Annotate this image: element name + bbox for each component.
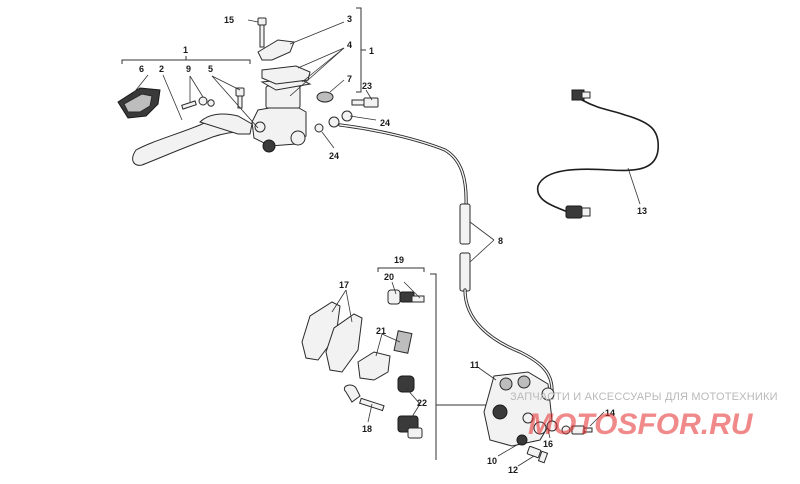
spring-clip bbox=[393, 330, 413, 354]
bushing bbox=[397, 375, 415, 393]
brake-pad-inner bbox=[301, 301, 341, 361]
clamp-screw-15 bbox=[257, 17, 267, 48]
callout-9: 9 bbox=[186, 64, 191, 74]
callout-2: 2 bbox=[159, 64, 164, 74]
sight-glass-7 bbox=[316, 91, 334, 103]
callout-1-master: 1 bbox=[369, 46, 374, 56]
callout-4: 4 bbox=[347, 40, 352, 50]
lever-screw-9 bbox=[181, 96, 215, 110]
guide-pin-22 bbox=[397, 415, 423, 439]
callout-10: 10 bbox=[487, 456, 497, 466]
callout-20: 20 bbox=[384, 272, 394, 282]
master-cylinder bbox=[251, 85, 307, 153]
brake-caliper bbox=[483, 371, 553, 447]
brake-pad-outer bbox=[325, 313, 363, 373]
callout-14: 14 bbox=[605, 408, 615, 418]
caliper-bolt-12 bbox=[526, 445, 549, 464]
leader-lines bbox=[127, 19, 641, 467]
callout-8: 8 bbox=[498, 236, 503, 246]
callout-24-left: 24 bbox=[329, 151, 339, 161]
pad-pin-18 bbox=[343, 384, 385, 412]
callout-7: 7 bbox=[347, 74, 352, 84]
sensor-connector-bottom bbox=[565, 205, 583, 219]
callout-12: 12 bbox=[508, 465, 518, 475]
callout-19: 19 bbox=[394, 255, 404, 265]
handlebar-clamp bbox=[257, 39, 295, 61]
callout-1-lever: 1 bbox=[183, 45, 188, 55]
callout-11: 11 bbox=[470, 360, 480, 370]
washers-24-upper bbox=[314, 116, 340, 133]
watermark-text: ЗАПЧАСТИ И АКСЕССУАРЫ ДЛЯ МОТОТЕХНИКИ bbox=[510, 391, 778, 403]
callout-15: 15 bbox=[224, 15, 234, 25]
bracket-master-cylinder bbox=[356, 7, 362, 93]
pad-pin-20 bbox=[387, 289, 425, 305]
sensor-cable bbox=[536, 99, 659, 213]
caliper-banjo bbox=[541, 387, 571, 435]
banjo-bolt-23 bbox=[341, 97, 379, 122]
callout-22: 22 bbox=[417, 398, 427, 408]
sensor-connector-bottom-face bbox=[581, 207, 591, 217]
hose-sleeve-upper bbox=[459, 203, 471, 245]
callout-18: 18 bbox=[362, 424, 372, 434]
pad-spring bbox=[357, 351, 391, 381]
brake-hose bbox=[338, 123, 468, 234]
bracket-caliper-group bbox=[430, 273, 437, 460]
callout-3: 3 bbox=[347, 14, 352, 24]
callout-23: 23 bbox=[362, 81, 372, 91]
watermark-logo: MOTOSFOR.RU bbox=[528, 408, 754, 441]
callout-16: 16 bbox=[543, 439, 553, 449]
pivot-bolt-5 bbox=[235, 87, 245, 109]
sensor-connector-top-face bbox=[581, 91, 591, 99]
callout-5: 5 bbox=[208, 64, 213, 74]
bleed-screw-14 bbox=[571, 425, 593, 435]
callout-17: 17 bbox=[339, 280, 349, 290]
brake-lever-pivot bbox=[199, 113, 253, 135]
callout-24-right: 24 bbox=[380, 118, 390, 128]
lever-guard-face bbox=[123, 93, 153, 113]
callout-21: 21 bbox=[376, 326, 386, 336]
bracket-pin-set bbox=[377, 267, 425, 272]
hose-sleeve-lower bbox=[459, 252, 471, 292]
callout-13: 13 bbox=[637, 206, 647, 216]
brake-lever bbox=[132, 116, 241, 166]
callout-6: 6 bbox=[139, 64, 144, 74]
